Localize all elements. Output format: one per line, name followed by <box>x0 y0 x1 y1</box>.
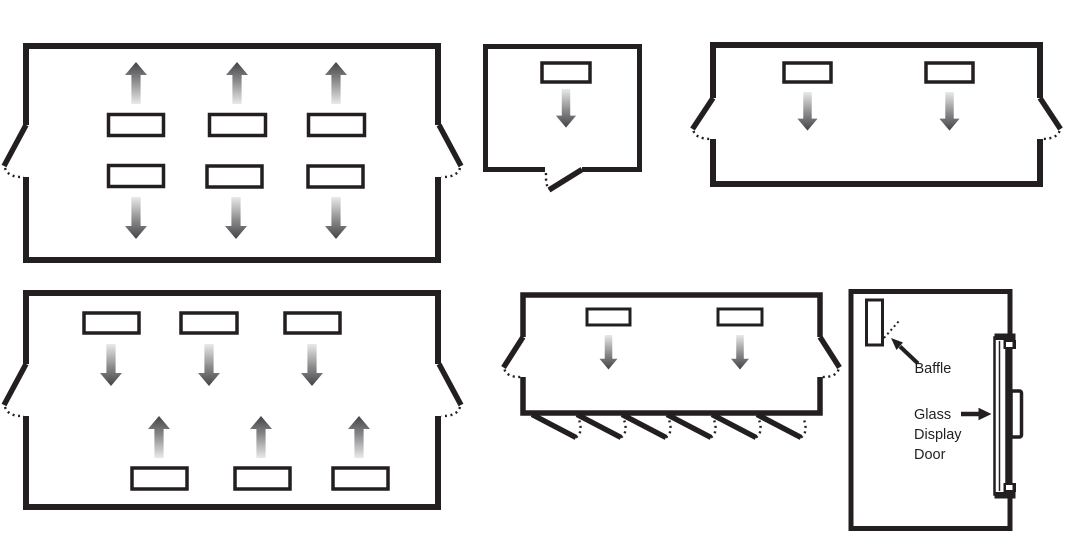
air-vent <box>179 311 239 335</box>
flap-swing-arc <box>620 416 627 439</box>
bottom-louver-flap <box>530 412 578 440</box>
flap-swing-arc <box>710 416 717 439</box>
airflow-arrow-up <box>125 62 147 104</box>
airflow-arrow-down <box>325 197 347 239</box>
baffle <box>865 298 884 347</box>
flap-swing-arc <box>440 406 462 418</box>
air-vent <box>82 311 141 335</box>
air-vent <box>540 61 592 84</box>
flap-swing-arc <box>503 369 523 379</box>
flap-swing-arc <box>820 369 840 379</box>
airflow-arrow-down <box>125 197 147 239</box>
airflow-arrow-down <box>225 197 247 239</box>
panel-bottom-left <box>1 290 464 510</box>
flap-swing-arc <box>692 130 713 141</box>
case-outline <box>710 42 1043 187</box>
flap-swing-arc <box>755 416 762 439</box>
flap-swing-arc <box>3 167 25 179</box>
side-flap-open <box>1 362 29 407</box>
flap-swing-arc <box>3 406 25 418</box>
air-vent <box>106 112 166 138</box>
door-handle <box>1009 389 1024 439</box>
air-vent <box>233 466 292 491</box>
side-flap-open <box>436 362 464 407</box>
flap-swing-arc <box>575 416 582 439</box>
door-hinge-top <box>994 333 1016 349</box>
bottom-louvers <box>530 412 807 440</box>
glass-display-door-label-line1: Glass <box>914 407 951 423</box>
airflow-arrow-down <box>730 335 750 370</box>
airflow-arrow-up <box>250 416 272 458</box>
airflow-arrow-down <box>555 89 577 128</box>
flap-swing-arc <box>800 416 807 439</box>
air-vent <box>130 466 189 491</box>
airflow-arrow-down <box>100 344 122 386</box>
baffle-swing-line <box>883 320 900 339</box>
bottom-flap-open <box>547 167 584 193</box>
panel-top-right <box>690 42 1063 187</box>
side-flap-open <box>817 335 842 369</box>
air-vent <box>205 164 264 189</box>
air-vent <box>716 307 764 327</box>
air-vent <box>106 163 166 189</box>
bottom-louver-flap <box>710 412 758 440</box>
airflow-arrow-down <box>599 335 618 370</box>
air-vent <box>924 61 975 84</box>
bottom-louver-flap <box>620 412 668 440</box>
panel-top-left <box>1 43 464 263</box>
door-hinge-bottom <box>994 483 1016 499</box>
air-vent <box>585 307 632 327</box>
air-vent <box>283 311 342 335</box>
airflow-arrow-up <box>226 62 248 104</box>
airflow-arrow-up <box>325 62 347 104</box>
flap-swing-arc <box>665 416 672 439</box>
door-pointer-arrow <box>961 407 992 421</box>
panel-top-middle <box>483 44 642 193</box>
glass-display-door-label-line2: Display <box>914 427 962 443</box>
side-flap-open <box>1037 96 1063 131</box>
side-flap-open <box>436 123 464 168</box>
bottom-louver-flap <box>575 412 623 440</box>
panel-bottom-middle <box>501 292 842 440</box>
air-vent <box>331 466 390 491</box>
flap-swing-arc <box>1040 130 1061 141</box>
airflow-arrow-down <box>301 344 323 386</box>
panel-bottom-right: Baffle Glass Display Door <box>848 289 1024 531</box>
airflow-arrow-up <box>348 416 370 458</box>
airflow-arrow-down <box>198 344 220 386</box>
air-vent <box>306 164 365 189</box>
baffle-pointer-arrow <box>891 338 920 365</box>
airflow-arrow-up <box>148 416 170 458</box>
bottom-louver-flap <box>665 412 713 440</box>
flap-swing-arc <box>440 167 462 179</box>
air-vent <box>306 112 367 138</box>
airflow-arrow-down <box>939 92 960 131</box>
side-flap-open <box>690 96 716 131</box>
bottom-louver-flap <box>755 412 803 440</box>
side-flap-open <box>501 335 526 369</box>
glass-display-door <box>993 333 1024 499</box>
flap-swing-arc <box>544 172 550 191</box>
air-vent <box>782 61 833 84</box>
baffle-label: Baffle <box>915 361 952 377</box>
glass-display-door-label-line3: Door <box>914 447 946 463</box>
airflow-arrow-down <box>797 92 818 131</box>
air-vent <box>207 112 268 138</box>
case-outline <box>520 292 823 416</box>
side-flap-open <box>1 123 29 168</box>
